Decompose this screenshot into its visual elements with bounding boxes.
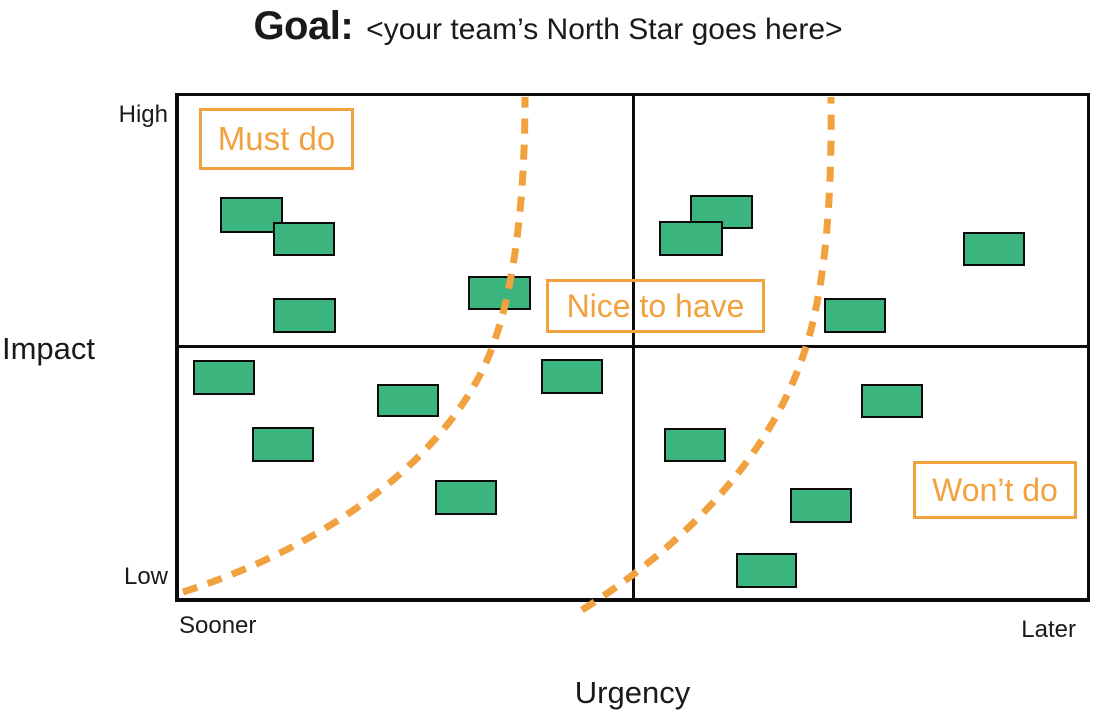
sticky-note[interactable] bbox=[193, 360, 255, 395]
page-title: Goal: <your team’s North Star goes here> bbox=[0, 4, 1096, 49]
wont-do-label: Won’t do bbox=[932, 471, 1058, 508]
sticky-note[interactable] bbox=[468, 276, 531, 310]
sticky-note[interactable] bbox=[659, 221, 723, 256]
y-axis-high-tick: High bbox=[118, 101, 168, 128]
sticky-note[interactable] bbox=[790, 488, 852, 523]
wont-do-label-box[interactable]: Won’t do bbox=[913, 461, 1077, 519]
x-axis-title: Urgency bbox=[574, 675, 691, 710]
sticky-note[interactable] bbox=[273, 222, 335, 256]
sticky-note[interactable] bbox=[824, 298, 886, 333]
sticky-note[interactable] bbox=[252, 427, 314, 462]
x-axis-later-tick: Later bbox=[1021, 616, 1076, 643]
sticky-note[interactable] bbox=[861, 384, 923, 418]
x-axis-sooner-tick: Sooner bbox=[179, 612, 257, 639]
y-axis-title: Impact bbox=[2, 331, 96, 366]
y-axis-low-tick: Low bbox=[123, 563, 168, 590]
goal-label: Goal: bbox=[253, 4, 354, 48]
sticky-note[interactable] bbox=[736, 553, 797, 588]
sticky-note[interactable] bbox=[273, 298, 336, 333]
sticky-note[interactable] bbox=[377, 384, 439, 417]
sticky-note[interactable] bbox=[963, 232, 1025, 266]
sticky-note[interactable] bbox=[435, 480, 497, 515]
north-star-placeholder: <your team’s North Star goes here> bbox=[366, 13, 843, 46]
sticky-note[interactable] bbox=[664, 428, 726, 462]
sticky-note[interactable] bbox=[541, 359, 603, 394]
